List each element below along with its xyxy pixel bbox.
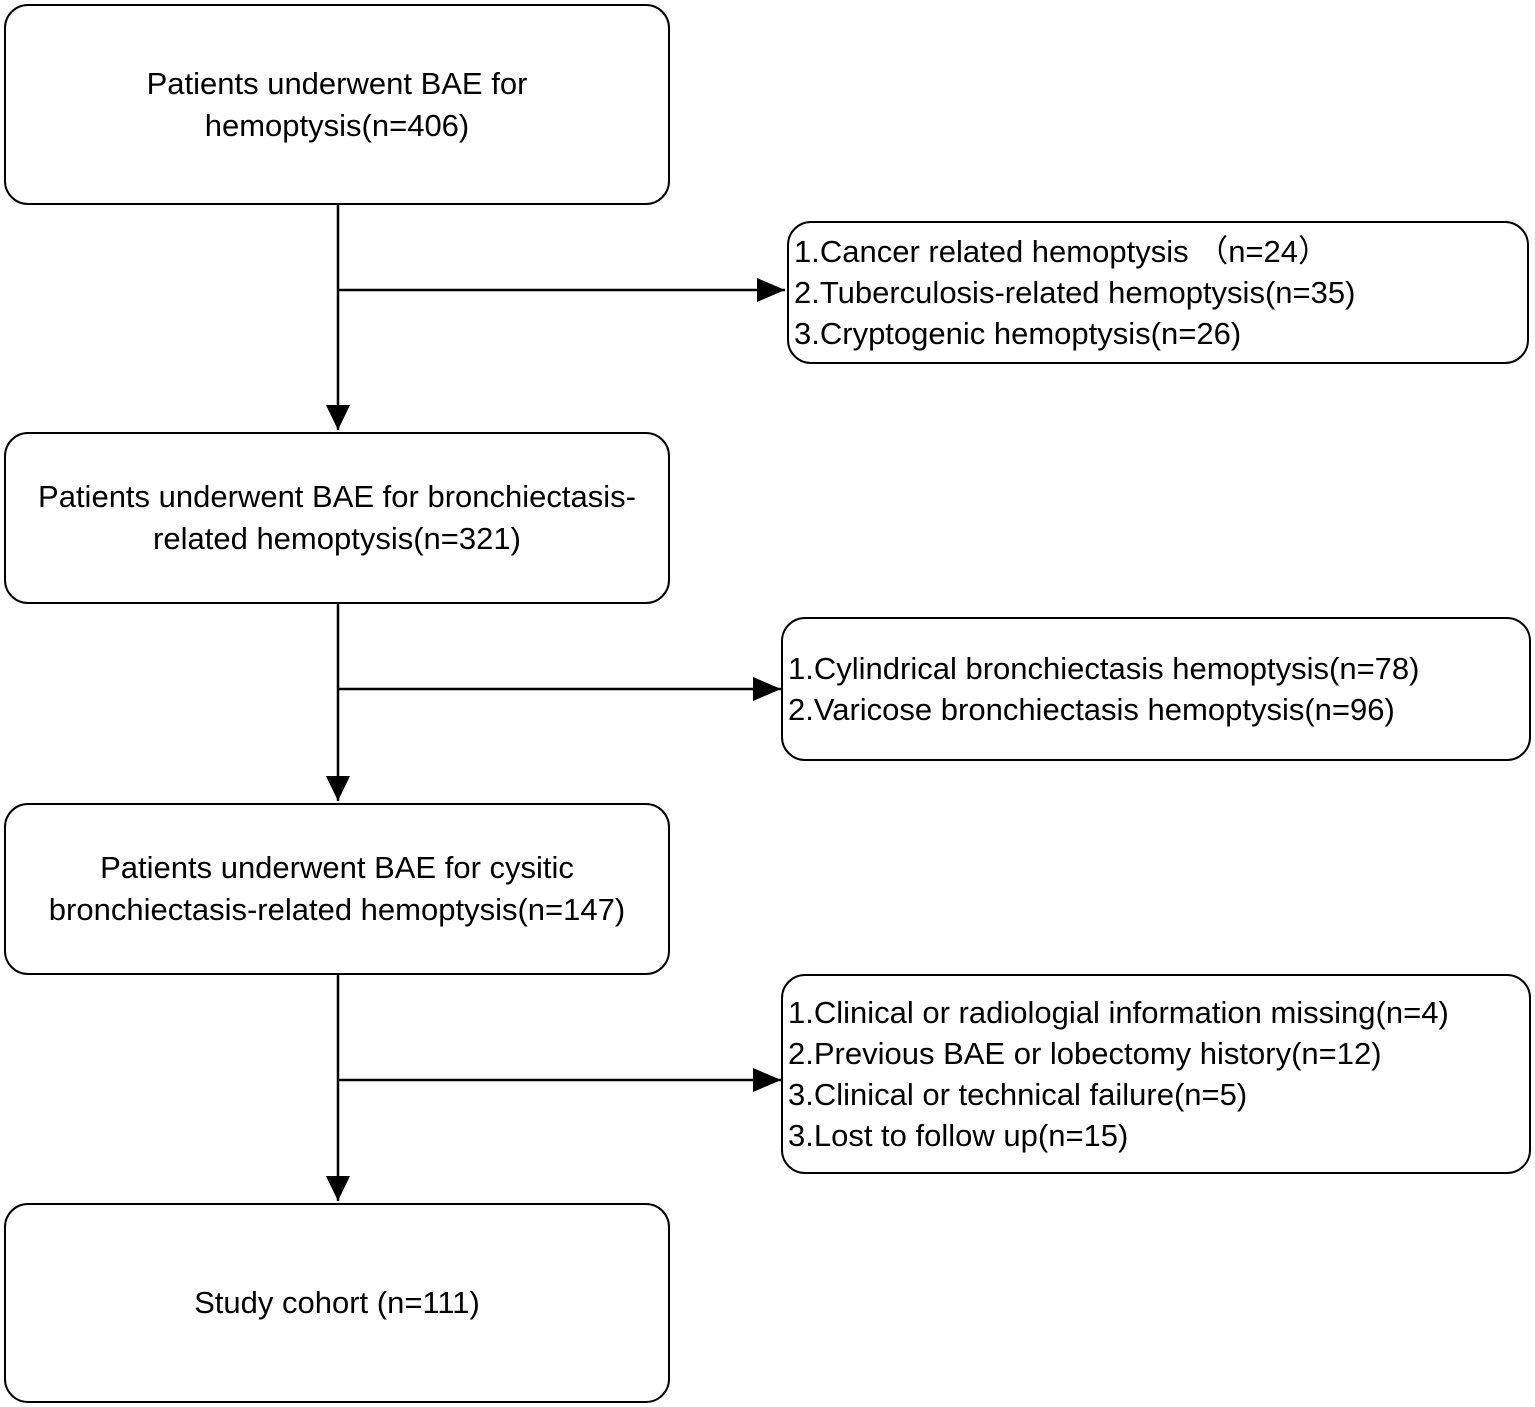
step-box-bronchiectasis: Patients underwent BAE for bronchiectasi… bbox=[4, 432, 670, 604]
step-text-cystic-bronchiectasis: Patients underwent BAE for cysitic bronc… bbox=[48, 850, 626, 927]
step-text-all-bae: Patients underwent BAE for hemoptysis(n=… bbox=[146, 65, 528, 143]
exclusion-item: 2.Previous BAE or lobectomy history(n=12… bbox=[788, 1036, 1382, 1071]
exclusion-box-other-bronchiectasis: 1.Cylindrical bronchiectasis hemoptysis(… bbox=[781, 617, 1531, 761]
arrowhead-step3 bbox=[326, 776, 350, 801]
exclusion-item: 2.Tuberculosis-related hemoptysis(n=35) bbox=[794, 275, 1356, 310]
exclusion-box-ineligible: 1.Clinical or radiologial information mi… bbox=[781, 974, 1531, 1174]
arrowhead-step4 bbox=[326, 1176, 350, 1201]
exclusion-item: 3.Clinical or technical failure(n=5) bbox=[788, 1077, 1248, 1112]
step-box-study-cohort: Study cohort (n=111) bbox=[4, 1203, 670, 1403]
exclusion-box-other-causes: 1.Cancer related hemoptysis （n=24） 2.Tub… bbox=[787, 221, 1529, 364]
step-text-study-cohort: Study cohort (n=111) bbox=[194, 1285, 480, 1320]
arrowhead-exclusion-1 bbox=[757, 278, 785, 302]
arrowhead-step2 bbox=[326, 405, 350, 430]
exclusion-item: 1.Cylindrical bronchiectasis hemoptysis(… bbox=[788, 651, 1420, 686]
exclusion-item: 1.Cancer related hemoptysis （n=24） bbox=[794, 234, 1330, 269]
step-box-cystic-bronchiectasis: Patients underwent BAE for cysitic bronc… bbox=[4, 803, 670, 975]
arrowhead-exclusion-2 bbox=[753, 677, 781, 701]
step-box-all-bae: Patients underwent BAE for hemoptysis(n=… bbox=[4, 4, 670, 205]
exclusion-item: 1.Clinical or radiologial information mi… bbox=[788, 995, 1449, 1030]
arrowhead-exclusion-3 bbox=[753, 1068, 781, 1092]
step-text-bronchiectasis: Patients underwent BAE for bronchiectasi… bbox=[38, 479, 636, 556]
exclusion-item: 3.Lost to follow up(n=15) bbox=[788, 1118, 1129, 1153]
exclusion-item: 3.Cryptogenic hemoptysis(n=26) bbox=[794, 316, 1242, 351]
exclusion-item: 2.Varicose bronchiectasis hemoptysis(n=9… bbox=[788, 692, 1395, 727]
